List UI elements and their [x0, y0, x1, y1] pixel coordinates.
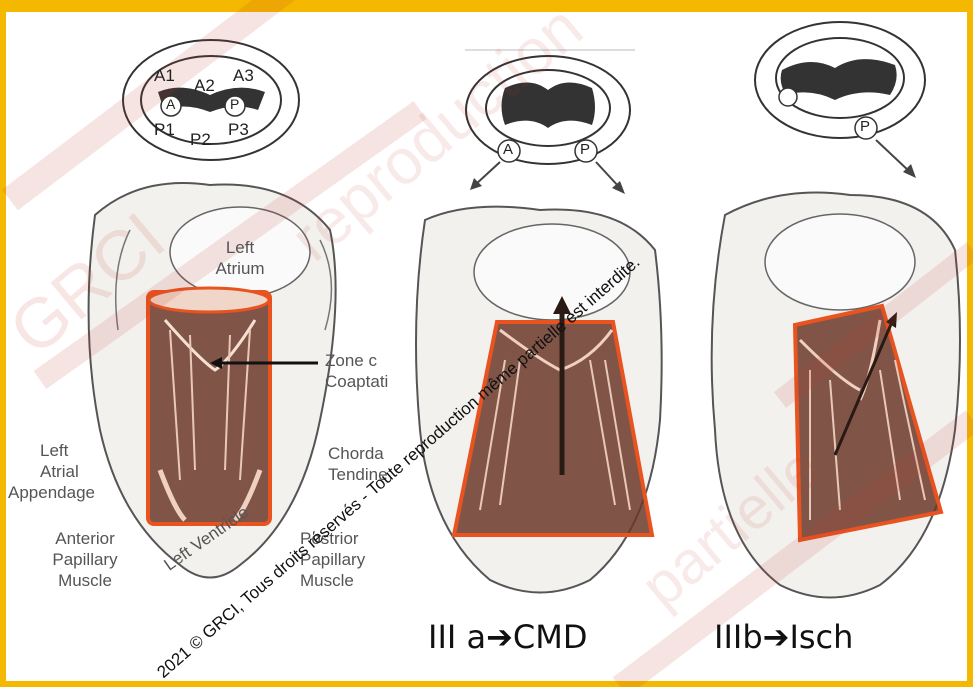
valve-label-p2: P2: [190, 130, 211, 150]
label-left-atrial-appendage: Left Atrial Appendage: [0, 440, 120, 503]
label-left-atrium: Left Atrium: [200, 237, 280, 279]
valve-label-p1: P1: [154, 120, 175, 140]
valve-label-a3: A3: [233, 66, 254, 86]
label-zone-coaptation: Zone c Coaptati: [325, 350, 388, 392]
valve-label-p: P: [230, 96, 239, 112]
middle-valve-label-p: P: [580, 141, 590, 158]
valve-label-p3: P3: [228, 120, 249, 140]
middle-valve-label-a: A: [503, 141, 513, 158]
valve-label-a: A: [166, 96, 175, 112]
label-anterior-papillary: Anterior Papillary Muscle: [30, 528, 140, 591]
valve-label-a2: A2: [194, 76, 215, 96]
caption-iiib-isch: IIIb➔Isch: [714, 618, 853, 656]
caption-iiia-cmd: III a➔CMD: [428, 618, 588, 656]
top-band: [0, 0, 973, 12]
valve-label-a1: A1: [154, 66, 175, 86]
right-valve-diagram: [755, 22, 925, 178]
right-valve-label-p: P: [860, 118, 870, 135]
